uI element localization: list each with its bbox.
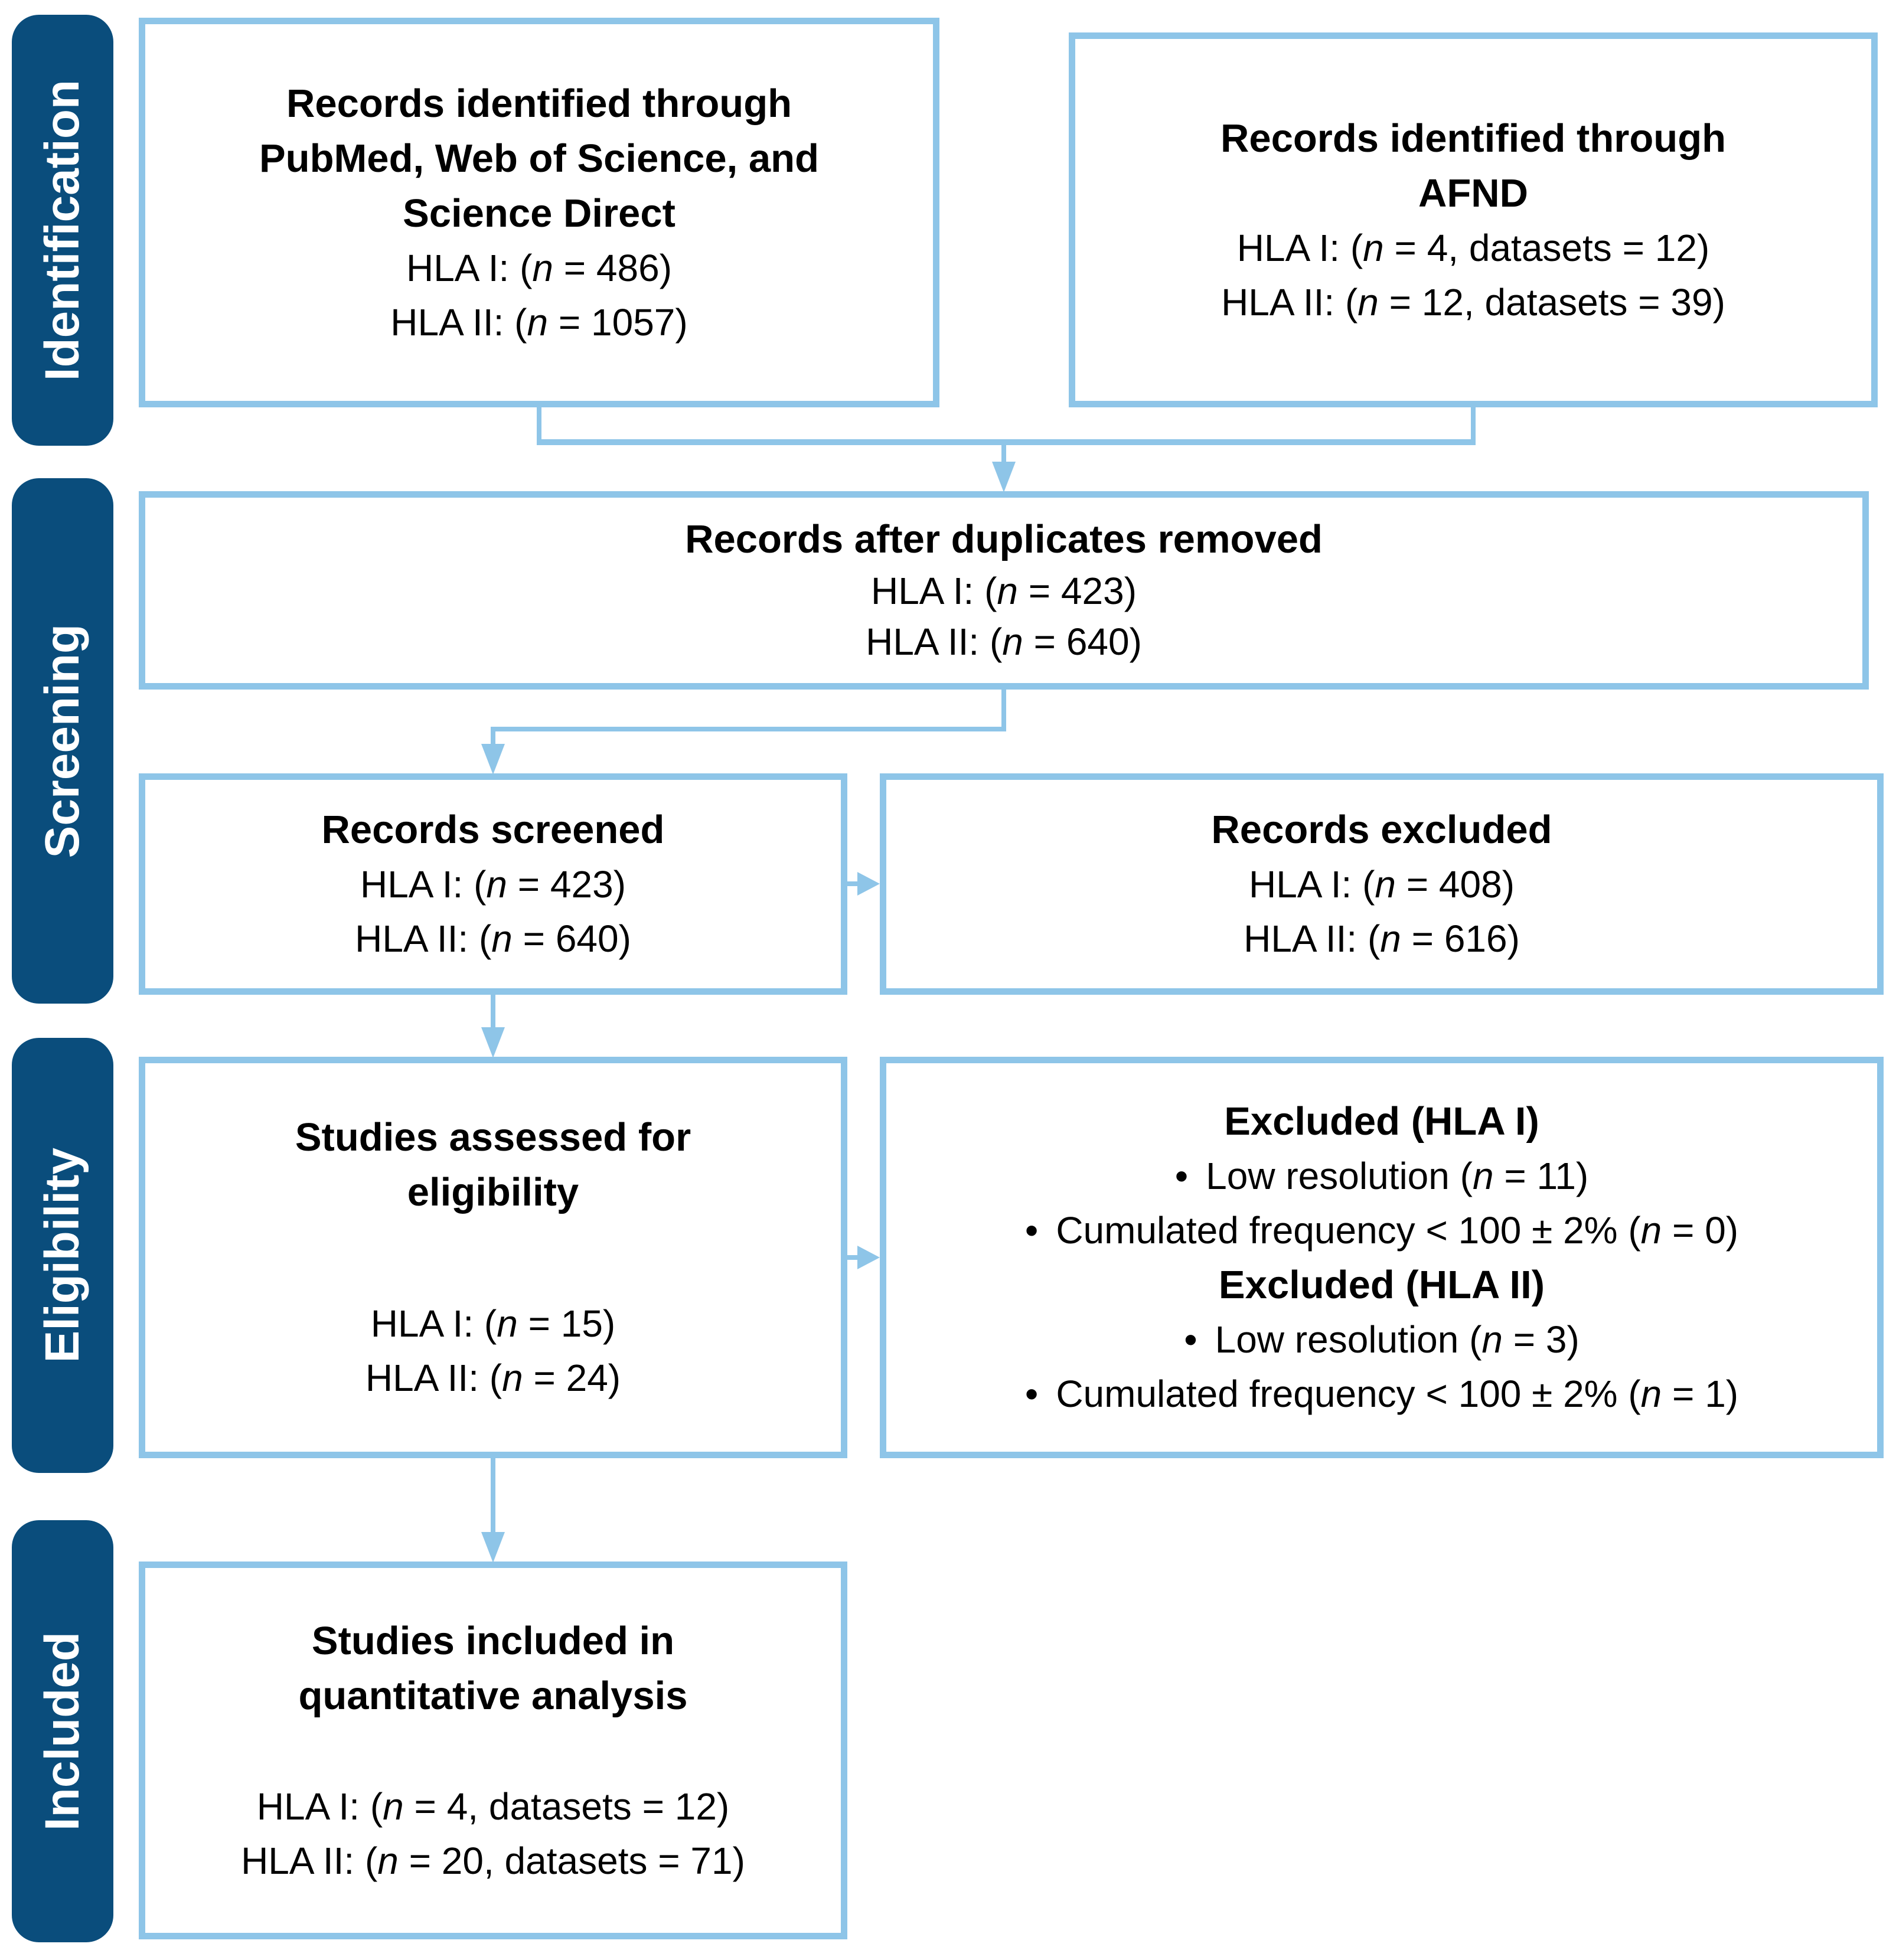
bullet-icon: •: [1024, 1373, 1039, 1415]
box-title: Records identified through: [286, 81, 792, 126]
box-title: Records identified through: [1220, 116, 1727, 161]
stage-band-identification: Identification: [12, 15, 113, 446]
connector-merge-bar: [537, 439, 1476, 445]
box-title: eligibility: [407, 1170, 579, 1214]
connector-assessed-excluded: [847, 1255, 860, 1260]
box-title: AFND: [1418, 171, 1529, 215]
exclusion-reason: • Low resolution (n = 11): [1175, 1149, 1588, 1203]
box-studies-included: Studies included in quantitative analysi…: [139, 1562, 847, 1939]
arrow-right-icon: [857, 872, 880, 896]
stage-band-included: Included: [12, 1520, 113, 1942]
connector-screened-excluded: [847, 881, 860, 886]
connector-merge-stem: [1001, 445, 1006, 463]
exclusion-reason-text: Low resolution (n = 3): [1215, 1318, 1580, 1361]
stat-line-hla2: HLA II: (n = 1057): [390, 300, 688, 344]
exclusion-reason: • Cumulated frequency < 100 ± 2% (n = 0): [1025, 1203, 1738, 1257]
box-records-screened: Records screened HLA I: (n = 423) HLA II…: [139, 773, 847, 995]
stat-block: HLA I: (n = 15) HLA II: (n = 24): [366, 1296, 621, 1405]
exclusion-reason-text: Cumulated frequency < 100 ± 2% (n = 0): [1056, 1209, 1739, 1252]
bullet-icon: •: [1024, 1209, 1039, 1252]
stat-line-hla2: HLA II: (n = 640): [355, 917, 631, 960]
arrow-down-icon: [992, 462, 1016, 492]
exclusion-reason-text: Cumulated frequency < 100 ± 2% (n = 1): [1056, 1373, 1739, 1415]
box-title: Records screened: [321, 808, 665, 852]
arrow-down-icon: [481, 1532, 505, 1563]
connector-duplicates-stem: [1001, 690, 1006, 731]
exclusion-reason: • Low resolution (n = 3): [1184, 1312, 1580, 1367]
arrow-down-icon: [481, 744, 505, 775]
box-title: Records excluded: [1211, 808, 1552, 852]
box-title: quantitative analysis: [298, 1673, 688, 1718]
exclusion-reason-text: Low resolution (n = 11): [1206, 1155, 1589, 1197]
title-block: Studies assessed for eligibility: [295, 1110, 691, 1220]
box-title: Studies assessed for: [295, 1115, 691, 1159]
stage-label-included: Included: [35, 1631, 89, 1831]
bullet-icon: •: [1174, 1155, 1189, 1197]
box-excluded-eligibility: Excluded (HLA I) • Low resolution (n = 11…: [880, 1057, 1884, 1458]
stat-line-hla2: HLA II: (n = 616): [1244, 917, 1520, 960]
excluded-hla2-title: Excluded (HLA II): [1218, 1263, 1545, 1307]
box-title: Studies included in: [311, 1618, 675, 1663]
connector-duplicates-elbow: [491, 727, 1006, 731]
stat-line-hla1: HLA I: (n = 423): [870, 570, 1137, 612]
stat-line-hla1: HLA I: (n = 408): [1248, 863, 1515, 906]
connector-from-afnd: [1471, 407, 1476, 444]
box-title: Records after duplicates removed: [685, 517, 1323, 561]
stat-block: HLA I: (n = 4, datasets = 12) HLA II: (n…: [241, 1779, 745, 1888]
stage-label-screening: Screening: [35, 623, 89, 858]
stat-line-hla2: HLA II: (n = 24): [365, 1357, 621, 1399]
connector-screened-assessed: [491, 995, 495, 1029]
box-studies-assessed: Studies assessed for eligibility HLA I: …: [139, 1057, 847, 1458]
connector-assessed-included: [491, 1458, 495, 1533]
stage-band-screening: Screening: [12, 478, 113, 1004]
excluded-hla1-title: Excluded (HLA I): [1224, 1099, 1539, 1144]
stat-line-hla2: HLA II: (n = 640): [866, 620, 1142, 663]
stat-line-hla1: HLA I: (n = 15): [370, 1302, 616, 1345]
stage-label-eligibility: Eligibility: [35, 1148, 89, 1363]
stage-band-eligibility: Eligibility: [12, 1038, 113, 1473]
stage-label-identification: Identification: [35, 79, 89, 381]
exclusion-reason: • Cumulated frequency < 100 ± 2% (n = 1): [1025, 1367, 1738, 1421]
box-duplicates-removed: Records after duplicates removed HLA I: …: [139, 491, 1869, 690]
stat-line-hla1: HLA I: (n = 423): [360, 863, 626, 906]
stat-line-hla2: HLA II: (n = 20, datasets = 71): [241, 1839, 745, 1882]
box-title: Science Direct: [403, 191, 675, 236]
stat-line-hla1: HLA I: (n = 486): [406, 246, 673, 289]
connector-duplicates-drop: [491, 731, 495, 746]
arrow-down-icon: [481, 1027, 505, 1058]
box-records-identified-afnd: Records identified through AFND HLA I: (…: [1069, 32, 1878, 407]
bullet-icon: •: [1184, 1318, 1197, 1361]
stat-line-hla2: HLA II: (n = 12, datasets = 39): [1221, 280, 1725, 324]
title-block: Studies included in quantitative analysi…: [298, 1613, 687, 1723]
box-records-identified-databases: Records identified through PubMed, Web o…: [139, 18, 939, 407]
stat-line-hla1: HLA I: (n = 4, datasets = 12): [1236, 226, 1710, 269]
stat-line-hla1: HLA I: (n = 4, datasets = 12): [256, 1785, 730, 1828]
arrow-right-icon: [857, 1246, 880, 1269]
box-title: PubMed, Web of Science, and: [259, 136, 820, 181]
connector-from-databases: [537, 407, 541, 444]
box-records-excluded: Records excluded HLA I: (n = 408) HLA II…: [880, 773, 1884, 995]
